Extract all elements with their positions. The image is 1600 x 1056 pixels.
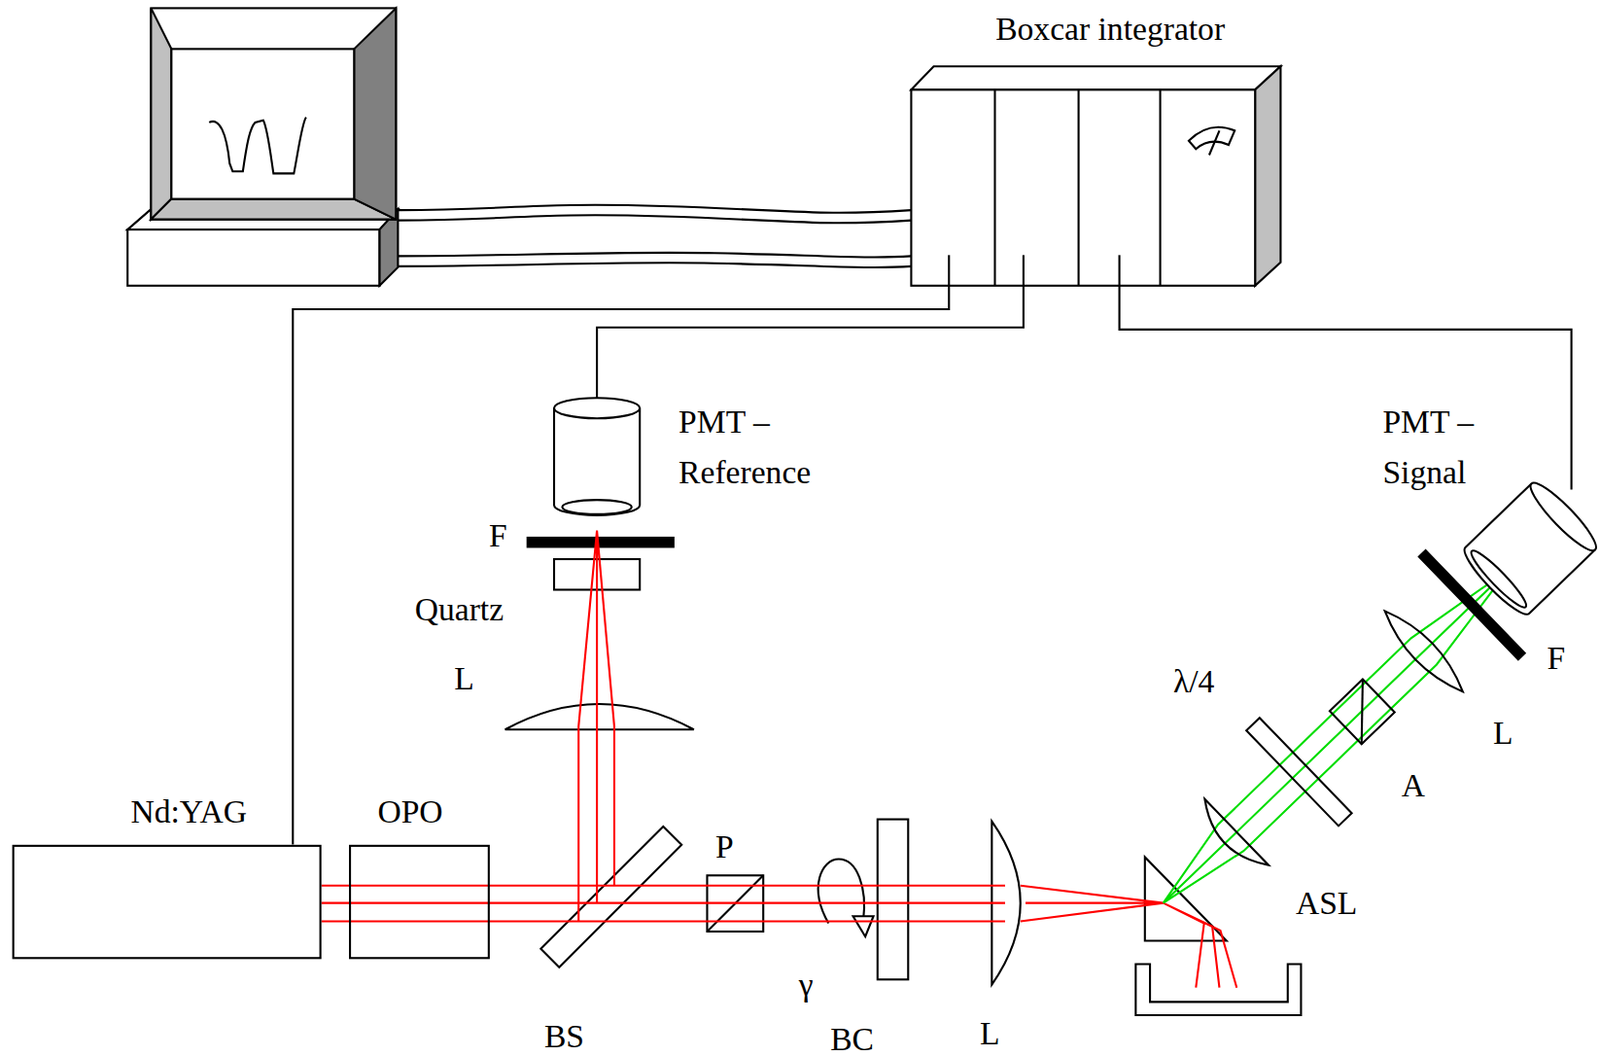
signal-cable <box>1119 285 1572 490</box>
module-divider <box>1159 89 1162 285</box>
part-label: P <box>715 828 734 866</box>
part-label: L <box>1493 713 1514 751</box>
reference-pmt: PMT – Reference <box>554 397 640 516</box>
part-label: λ/4 <box>1173 662 1215 700</box>
node-label: PMT – Signal <box>1382 395 1535 498</box>
signal-pmt-end <box>1524 476 1600 557</box>
boxcar-front <box>910 89 1255 285</box>
monitor-bevel <box>150 7 172 219</box>
signal-lens <box>1376 602 1472 700</box>
part-label: L <box>453 660 475 697</box>
wire-stub <box>1118 254 1121 285</box>
signal-cable <box>292 285 949 845</box>
gauge <box>1188 127 1235 149</box>
monitor-frame <box>150 7 396 219</box>
rotation-arc <box>818 858 865 923</box>
signal-pmt-body <box>1458 483 1596 621</box>
reference-beam <box>578 530 615 922</box>
signal-pmt: PMT – Signal <box>1469 489 1599 618</box>
computer <box>127 7 398 285</box>
part-label: ASL <box>1295 884 1357 922</box>
signal-ray <box>1150 556 1522 916</box>
rotation-arrow <box>818 858 874 937</box>
boxcar-integrator: Boxcar integrator <box>910 89 1255 285</box>
laser-box: Nd:YAG <box>12 844 322 960</box>
laser-beam <box>321 530 1238 988</box>
computer-cables <box>397 205 911 268</box>
optics <box>505 397 1302 1015</box>
part-label: BS <box>544 1016 585 1054</box>
boxcar-body <box>910 66 1281 286</box>
node-label: Boxcar integrator <box>995 2 1225 54</box>
analyzer <box>1329 678 1395 744</box>
cable <box>397 262 911 268</box>
part-label: F <box>488 517 508 555</box>
computer-base-side <box>380 208 399 286</box>
part-label: L <box>979 1014 1001 1052</box>
analyzer-diagonal <box>1329 678 1395 744</box>
cable <box>397 252 911 258</box>
module-divider <box>1078 89 1080 285</box>
computer-base <box>127 229 380 286</box>
gauge-needle <box>1209 130 1219 155</box>
cable <box>397 205 911 213</box>
signal-beam <box>1150 556 1522 916</box>
screen-trace <box>208 117 307 174</box>
beam-splitter <box>540 826 682 968</box>
monitor-bevel <box>353 7 396 219</box>
reference-pmt-window <box>561 499 631 515</box>
collecting-lens <box>1192 799 1269 877</box>
signal-arm <box>1113 457 1600 954</box>
part-label: Quartz <box>415 591 504 628</box>
module-divider <box>993 89 996 285</box>
cable <box>397 214 911 223</box>
node-label: Nd:YAG <box>130 785 246 836</box>
signal-cable <box>596 285 1024 398</box>
beam-into-cell <box>1163 903 1238 988</box>
part-label: BC <box>830 1019 874 1056</box>
node-label: OPO <box>377 785 443 836</box>
reference-filter <box>527 537 674 547</box>
quarter-wave-plate <box>1246 717 1352 826</box>
monitor-screen <box>171 48 354 199</box>
part-label: F <box>1547 639 1566 677</box>
opo-box: OPO <box>348 844 490 960</box>
beam <box>1020 885 1164 922</box>
wire-stub <box>1022 254 1025 285</box>
node-label: PMT – Reference <box>678 395 842 498</box>
beam <box>321 885 1006 922</box>
boxcar-top <box>910 66 1281 90</box>
reference-lens <box>505 703 695 730</box>
signal-pmt-window <box>1466 546 1531 613</box>
part-label: γ <box>799 966 814 1004</box>
boxcar-side <box>1254 66 1281 286</box>
reference-pmt-end <box>554 397 640 418</box>
wire-stub <box>947 254 950 285</box>
rotation-head <box>853 915 874 937</box>
compensator-plate <box>877 819 908 980</box>
reference-pmt-body <box>554 408 640 516</box>
signal-optics <box>1175 457 1600 895</box>
part-label: A <box>1401 766 1426 804</box>
